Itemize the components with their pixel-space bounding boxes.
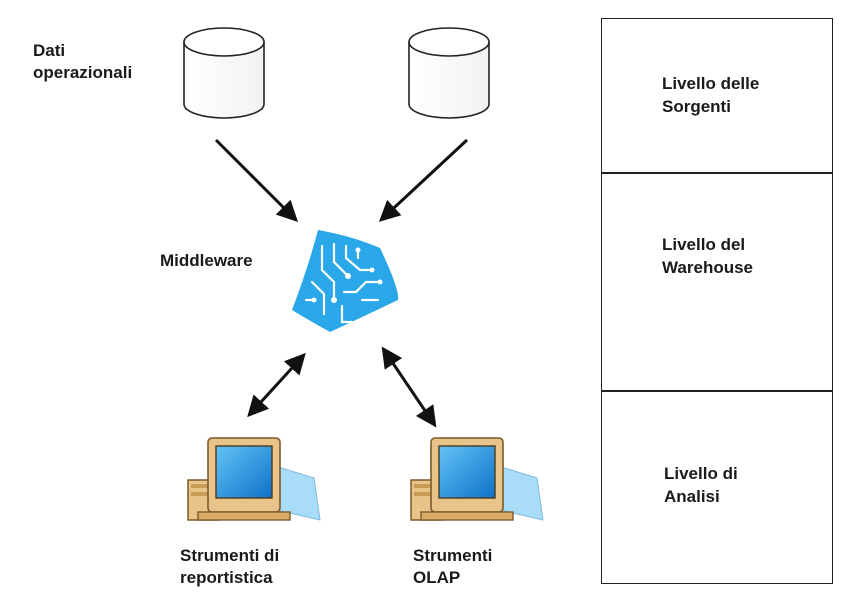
arrow-db2-to-middleware	[378, 138, 469, 222]
level-label-analysis: Livello di Analisi	[664, 464, 738, 506]
arrow-middleware-olap	[381, 346, 437, 428]
operational-data-label: Dati operazionali	[33, 41, 133, 82]
level-label-sources: Livello delle Sorgenti	[662, 74, 760, 116]
database-icon-1	[183, 27, 265, 119]
computer-icon-olap	[410, 437, 544, 521]
database-icon-2	[408, 27, 490, 119]
level-label-warehouse: Livello del Warehouse	[662, 235, 754, 277]
arrow-db1-to-middleware	[214, 138, 298, 222]
middleware-label: Middleware	[160, 251, 253, 270]
computer-icon-reporting	[187, 437, 321, 521]
arrow-middleware-reporting	[247, 352, 306, 418]
level-box-warehouse	[601, 172, 833, 392]
olap-tools-label: Strumenti OLAP	[413, 546, 493, 587]
reporting-tools-label: Strumenti di reportistica	[180, 546, 280, 587]
level-box-analysis	[601, 390, 833, 584]
level-box-sources	[601, 18, 833, 174]
middleware-chip-icon	[292, 230, 399, 332]
